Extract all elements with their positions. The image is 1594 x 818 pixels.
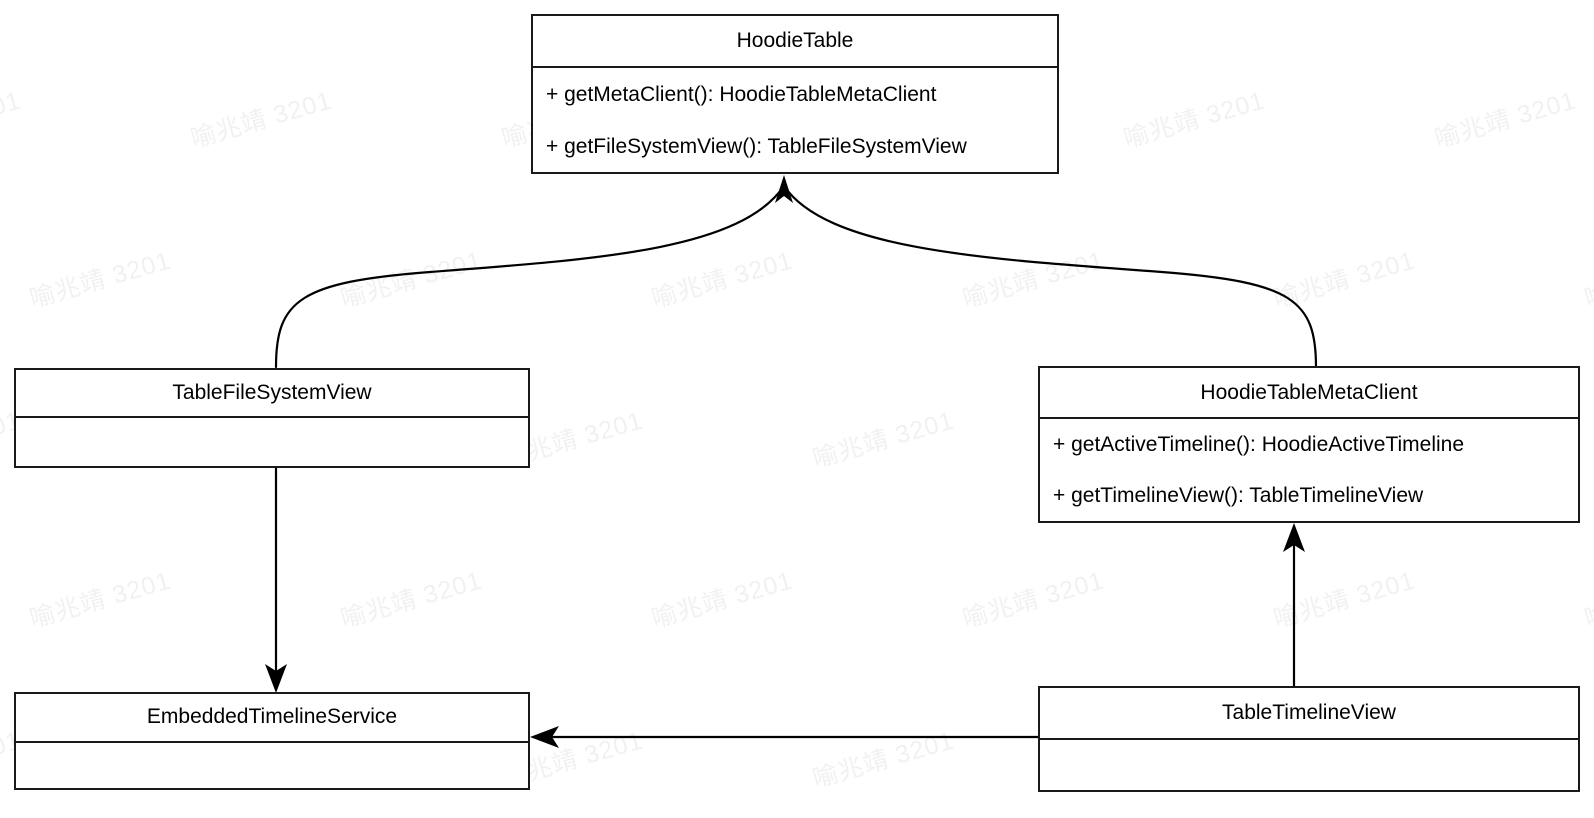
class-member: + getActiveTimeline(): HoodieActiveTimel…: [1053, 433, 1465, 456]
edge-hoodietablemetaclient-to-hoodietable: [782, 184, 1318, 369]
watermark-text: 喻兆靖 3201: [337, 246, 486, 314]
watermark-text: 喻兆靖 3201: [337, 566, 486, 634]
watermark-text: 喻兆靖 3201: [26, 566, 175, 634]
watermark-text: 喻兆靖 3201: [648, 566, 797, 634]
watermark-text: 喻兆靖 3201: [26, 246, 175, 314]
class-name-embedded-timeline-service: EmbeddedTimelineService: [16, 694, 528, 743]
class-member: + getFileSystemView(): TableFileSystemVi…: [546, 134, 967, 158]
class-name-table-timeline-view: TableTimelineView: [1040, 688, 1578, 740]
class-box-table-file-system-view[interactable]: TableFileSystemView: [14, 368, 530, 468]
watermark-text: 喻兆靖 3201: [1581, 246, 1594, 314]
watermark-text: 喻兆靖 3201: [959, 246, 1108, 314]
watermark-text: 喻兆靖 3201: [187, 86, 336, 154]
class-box-hoodie-table-meta-client[interactable]: HoodieTableMetaClient + getActiveTimelin…: [1038, 366, 1580, 523]
watermark-text: 喻兆靖 3201: [809, 726, 958, 794]
edge-tablefilesystemview-to-hoodietable: [274, 184, 786, 369]
arrowhead-into-embeddedtimelineservice-right-icon: [530, 726, 559, 748]
class-members-table-timeline-view: [1040, 740, 1578, 790]
watermark-text: 喻兆靖 3201: [1120, 86, 1269, 154]
class-name-hoodie-table: HoodieTable: [533, 16, 1057, 68]
class-box-embedded-timeline-service[interactable]: EmbeddedTimelineService: [14, 692, 530, 790]
class-box-table-timeline-view[interactable]: TableTimelineView: [1038, 686, 1580, 792]
watermark-text: 喻兆靖 3201: [0, 86, 25, 153]
watermark-text: 喻兆靖 3201: [1581, 566, 1594, 634]
class-member: + getMetaClient(): HoodieTableMetaClient: [546, 82, 937, 106]
arrowhead-into-embeddedtimelineservice-top-icon: [265, 664, 287, 693]
arrowhead-into-hoodietablemetaclient-icon: [1283, 523, 1305, 552]
class-member: + getTimelineView(): TableTimelineView: [1053, 484, 1424, 507]
watermark-text: 喻兆靖 3201: [1431, 86, 1580, 154]
watermark-text: 喻兆靖 3201: [1270, 566, 1419, 634]
arrowhead-into-hoodietable-icon: [775, 175, 793, 203]
watermark-text: 喻兆靖 3201: [1270, 246, 1419, 314]
class-members-embedded-timeline-service: [16, 743, 528, 788]
class-name-hoodie-table-meta-client: HoodieTableMetaClient: [1040, 368, 1578, 419]
watermark-text: 喻兆靖 3201: [959, 566, 1108, 634]
class-members-hoodie-table: + getMetaClient(): HoodieTableMetaClient…: [533, 68, 1057, 172]
watermark-text: 喻兆靖 3201: [809, 406, 958, 474]
watermark-text: 喻兆靖 3201: [648, 246, 797, 314]
class-members-hoodie-table-meta-client: + getActiveTimeline(): HoodieActiveTimel…: [1040, 419, 1578, 521]
class-members-table-file-system-view: [16, 418, 528, 466]
class-name-table-file-system-view: TableFileSystemView: [16, 370, 528, 418]
class-box-hoodie-table[interactable]: HoodieTable + getMetaClient(): HoodieTab…: [531, 14, 1059, 174]
